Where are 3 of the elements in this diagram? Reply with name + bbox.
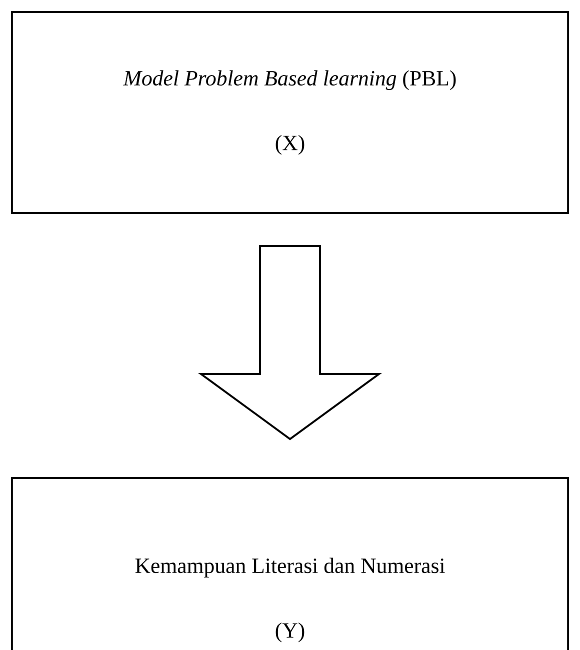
- block-arrow: [198, 245, 382, 440]
- text-box: Model Problem Based learning (PBL) (X): [10, 11, 570, 214]
- text-box: Kemampuan Literasi dan Numerasi (Y): [10, 476, 570, 650]
